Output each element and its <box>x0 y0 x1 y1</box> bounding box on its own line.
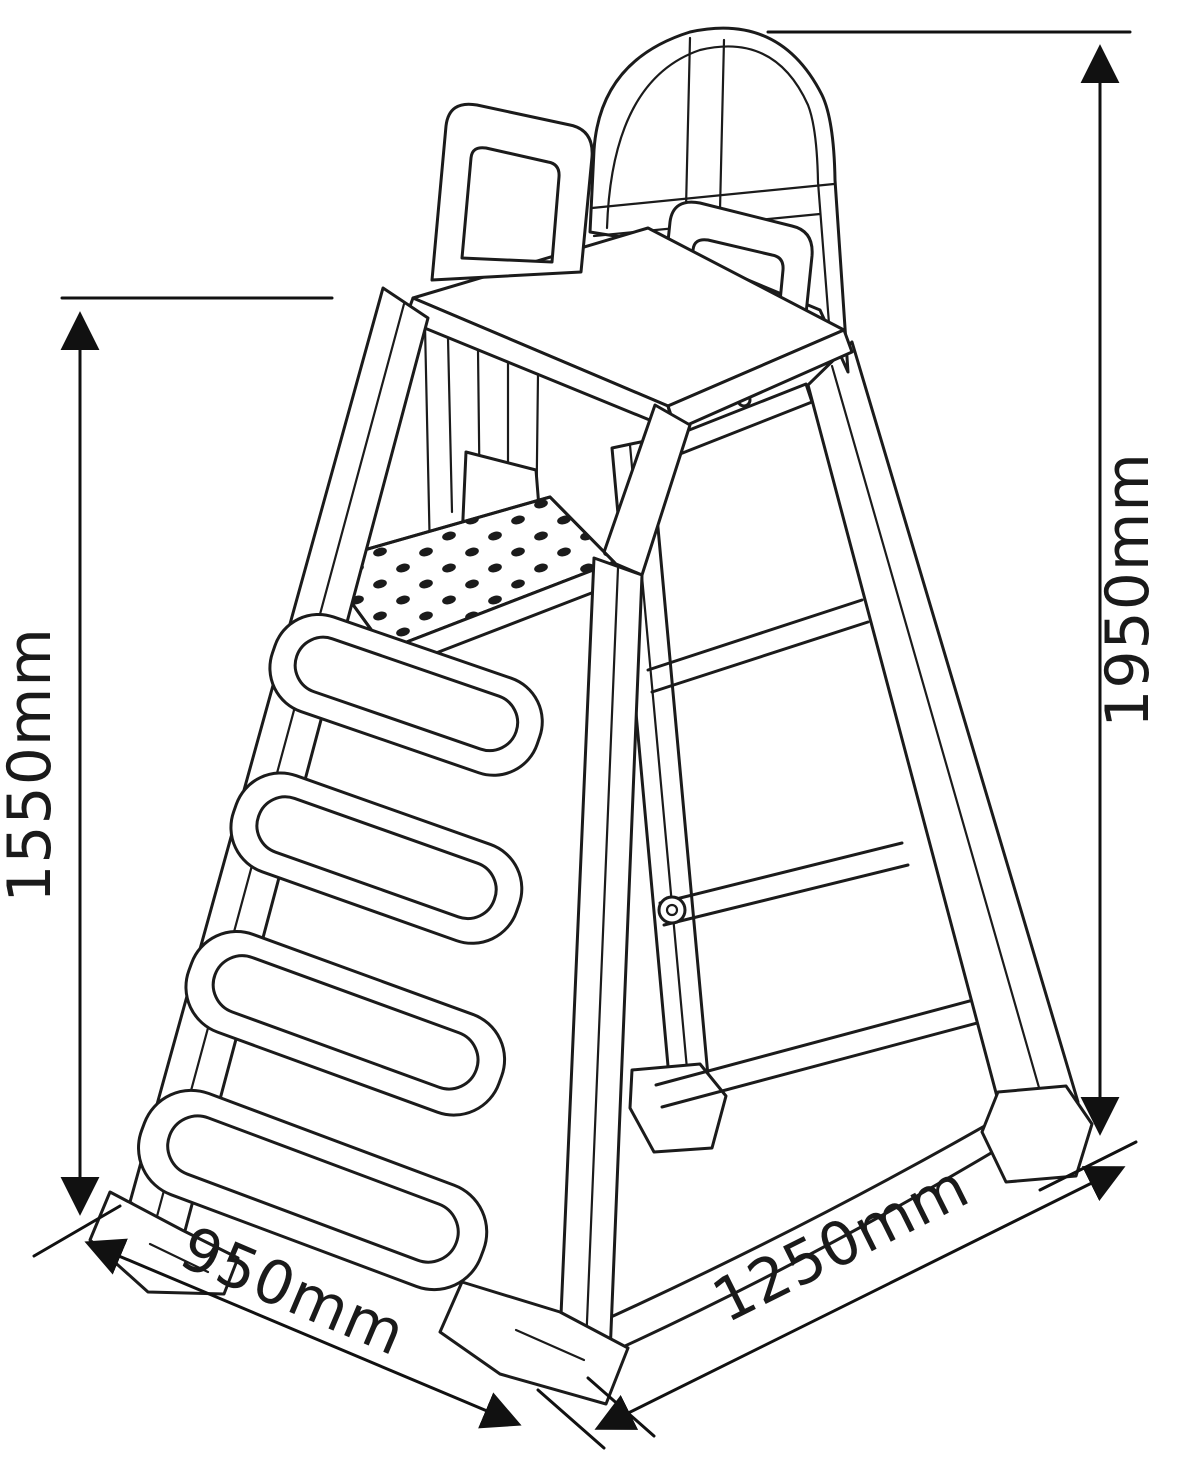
dimension-seat-height: 1550mm <box>0 296 334 1258</box>
ladder-step <box>268 612 544 777</box>
dimension-base-width: 1250mm <box>536 1151 1126 1450</box>
cross-braces <box>646 598 1028 1109</box>
dimension-line <box>84 1238 522 1429</box>
ladder-step <box>229 771 524 945</box>
extension-line <box>536 1388 606 1450</box>
armrest-right <box>654 200 814 364</box>
chair-drawing <box>88 26 1094 1406</box>
bolt-detail <box>657 895 687 925</box>
dimension-overall-height: 1950mm <box>766 30 1163 1192</box>
extension-line <box>32 1204 122 1258</box>
dimension-line <box>594 1166 1126 1430</box>
right-foot <box>980 1084 1094 1184</box>
rear-foot <box>628 1062 728 1154</box>
foot-platform <box>319 495 622 672</box>
armrest-left <box>430 102 594 282</box>
front-right-leg <box>806 340 1094 1184</box>
dimension-label-overall-height: 1950mm <box>1093 452 1163 728</box>
dimension-label-base-width: 1250mm <box>702 1151 980 1337</box>
ladder-step <box>184 930 507 1117</box>
ladder-steps <box>137 612 544 1292</box>
dimension-label-seat-height: 1550mm <box>0 627 65 903</box>
